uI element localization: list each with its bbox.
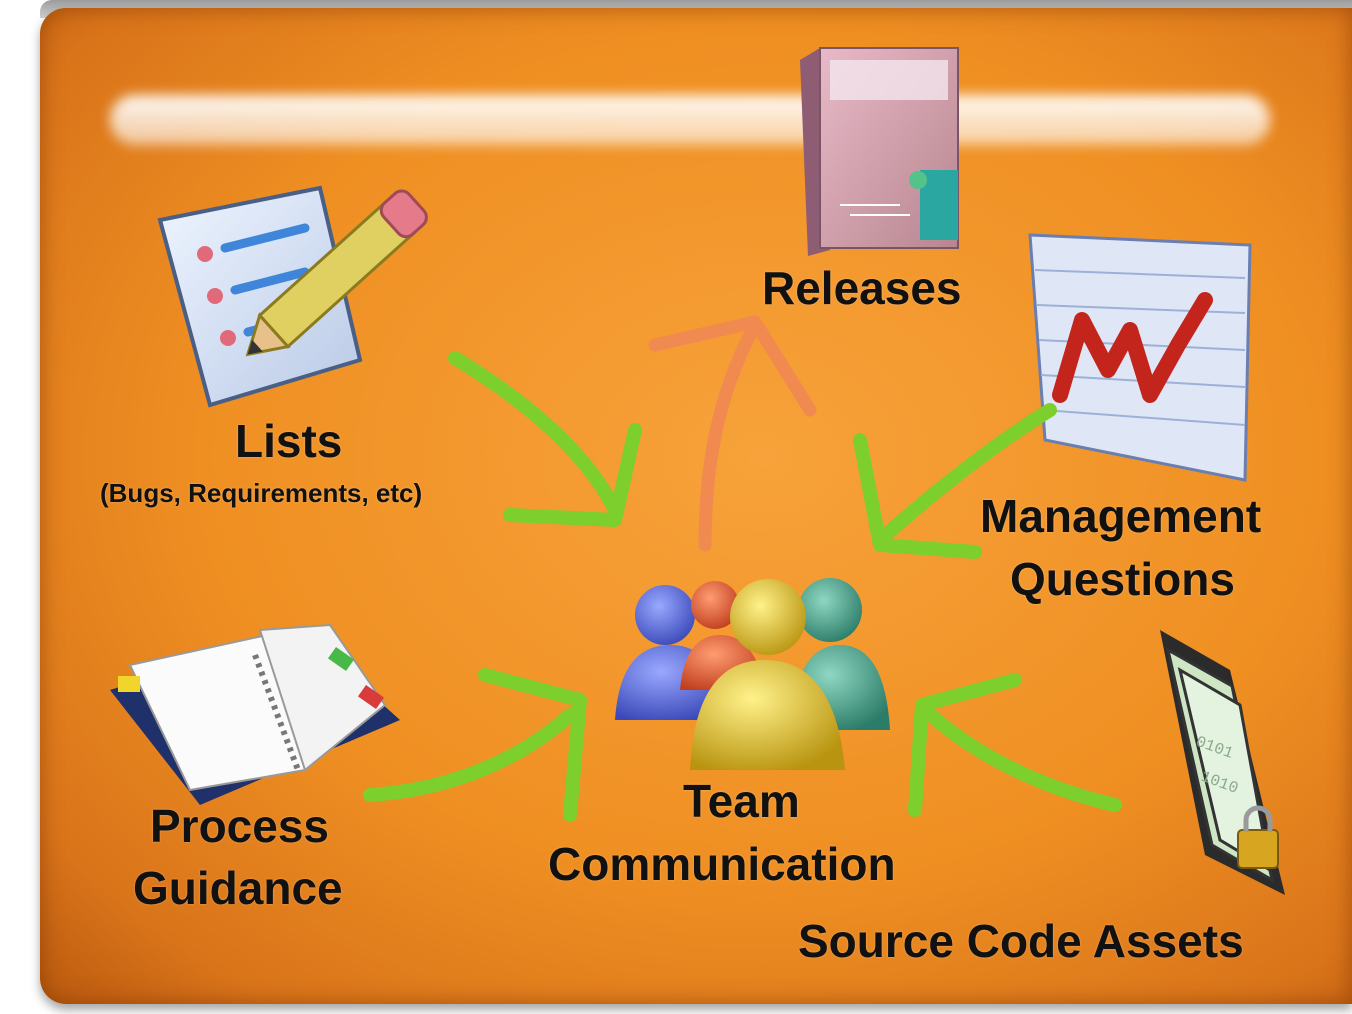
line-chart-icon (1028, 233, 1252, 482)
arrow-management-to-team (873, 403, 1057, 547)
arrow-lists-head (503, 423, 642, 527)
team-label-line2: Communication (548, 838, 896, 890)
management-label-line1: Management (980, 490, 1262, 542)
releases-label: Releases (762, 262, 962, 314)
arrow-process-to-team (363, 708, 577, 802)
people-group-icon (615, 578, 890, 770)
arrow-source-head (908, 673, 1022, 817)
code-files-lock-icon: 0101 1010 (1160, 630, 1285, 895)
checklist-pencil-icon (157, 185, 428, 408)
process-label-line1: Process (150, 800, 330, 852)
notebook-icon (110, 623, 400, 805)
management-label-line2: Questions (1010, 553, 1235, 605)
team-label-line1: Team (683, 775, 800, 827)
arrow-team-to-releases (698, 318, 762, 552)
lists-sublabel: (Bugs, Requirements, etc) (100, 478, 423, 508)
lists-label: Lists (235, 415, 343, 467)
diagram-background (40, 8, 1352, 1004)
source-label: Source Code Assets (798, 915, 1244, 967)
arrow-source-to-team (918, 703, 1122, 812)
inbound-arrows (363, 351, 1122, 822)
process-label-line2: Guidance (133, 862, 343, 914)
software-box-icon (800, 47, 959, 256)
arrow-lists-to-team (448, 351, 622, 517)
arrow-process-head (478, 668, 587, 822)
gloss-highlight (110, 95, 1270, 145)
arrow-management-head (853, 433, 982, 559)
arrow-releases-head (648, 315, 817, 417)
outbound-arrow (648, 315, 817, 552)
